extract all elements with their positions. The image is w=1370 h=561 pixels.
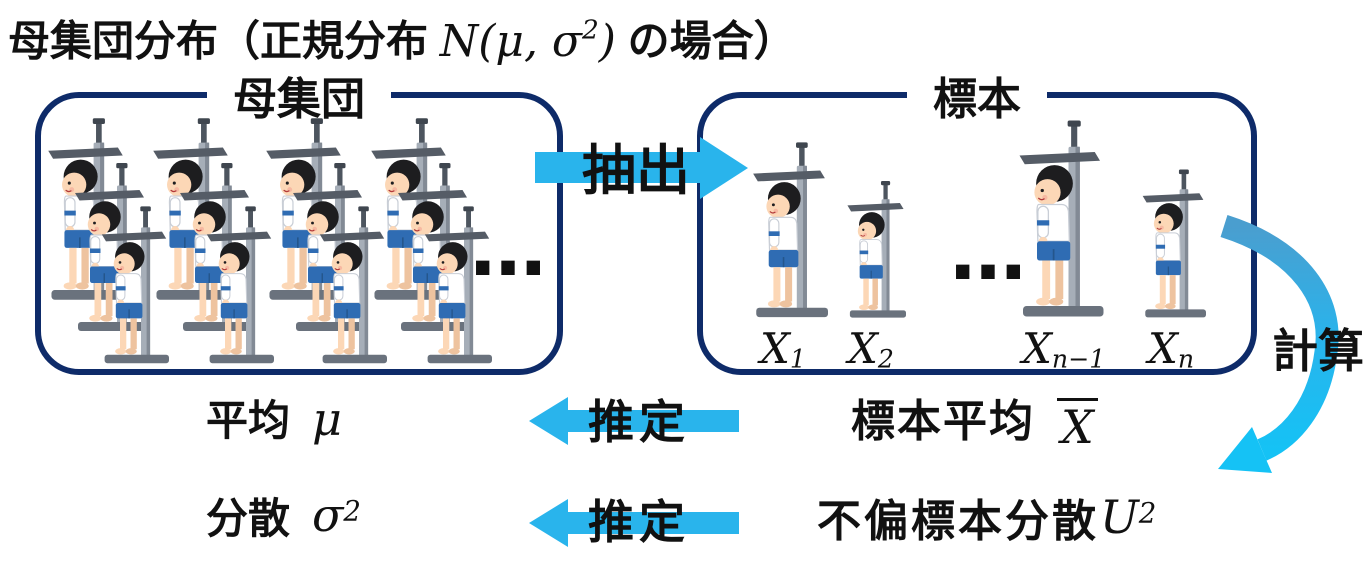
sample-variance-base: U (1100, 490, 1139, 544)
title-math-close: ) (598, 15, 616, 67)
estimate-mean-label: 推定 (588, 396, 690, 448)
population-box-label: 母集団 (207, 76, 391, 124)
extract-arrow-label: 抽出 (582, 141, 690, 201)
title-math-base: N(μ, σ (439, 15, 582, 67)
population-variance-symbol: σ2 (312, 490, 361, 541)
sample-box-label: 標本 (907, 76, 1047, 124)
page-title: 母集団分布（正規分布 N(μ, σ2) の場合） (8, 4, 796, 68)
sample-variance-symbol: U2 (1100, 492, 1156, 543)
sample-item-1-sub: 1 (789, 344, 806, 374)
sample-item-2-sub: 2 (877, 344, 894, 374)
sample-item-label-n: Xn (1148, 324, 1195, 374)
sample-item-label-n-1: Xn−1 (1022, 324, 1106, 374)
sample-mean-xbar: X (1057, 398, 1098, 453)
sample-variance-label: 不偏標本分散 (817, 497, 1099, 546)
sample-mean-symbol: X (1057, 398, 1098, 453)
title-math-sup: 2 (581, 14, 599, 45)
population-mean-symbol: μ (312, 392, 342, 446)
sample-item-n-1-sub: n−1 (1051, 344, 1106, 374)
sample-item-n-1-base: X (1022, 324, 1052, 373)
title-main: 母集団分布 (8, 17, 219, 65)
population-mean-label: 平均 (206, 397, 291, 444)
sample-item-1-base: X (760, 324, 790, 373)
sample-item-label-1: X1 (760, 324, 806, 374)
population-variance-label: 分散 (206, 495, 291, 542)
population-variance-sup: 2 (343, 494, 361, 528)
title-pre-math: （正規分布 (218, 17, 440, 65)
estimate-variance-label: 推定 (588, 496, 690, 548)
calculate-arrow-label: 計算 (1272, 325, 1364, 377)
sample-item-n-base: X (1148, 324, 1178, 373)
sample-ellipsis-icon: … (950, 208, 1028, 297)
title-math: N(μ, σ2) (439, 14, 616, 67)
population-variance-base: σ (312, 488, 344, 542)
sample-item-n-sub: n (1177, 344, 1195, 374)
sample-item-2-base: X (848, 324, 878, 373)
sample-item-label-2: X2 (848, 324, 894, 374)
sample-mean-label: 標本平均 (851, 397, 1035, 446)
sample-variance-sup: 2 (1138, 496, 1157, 530)
title-post-math: の場合） (615, 17, 796, 65)
population-ellipsis-icon: … (470, 204, 548, 293)
